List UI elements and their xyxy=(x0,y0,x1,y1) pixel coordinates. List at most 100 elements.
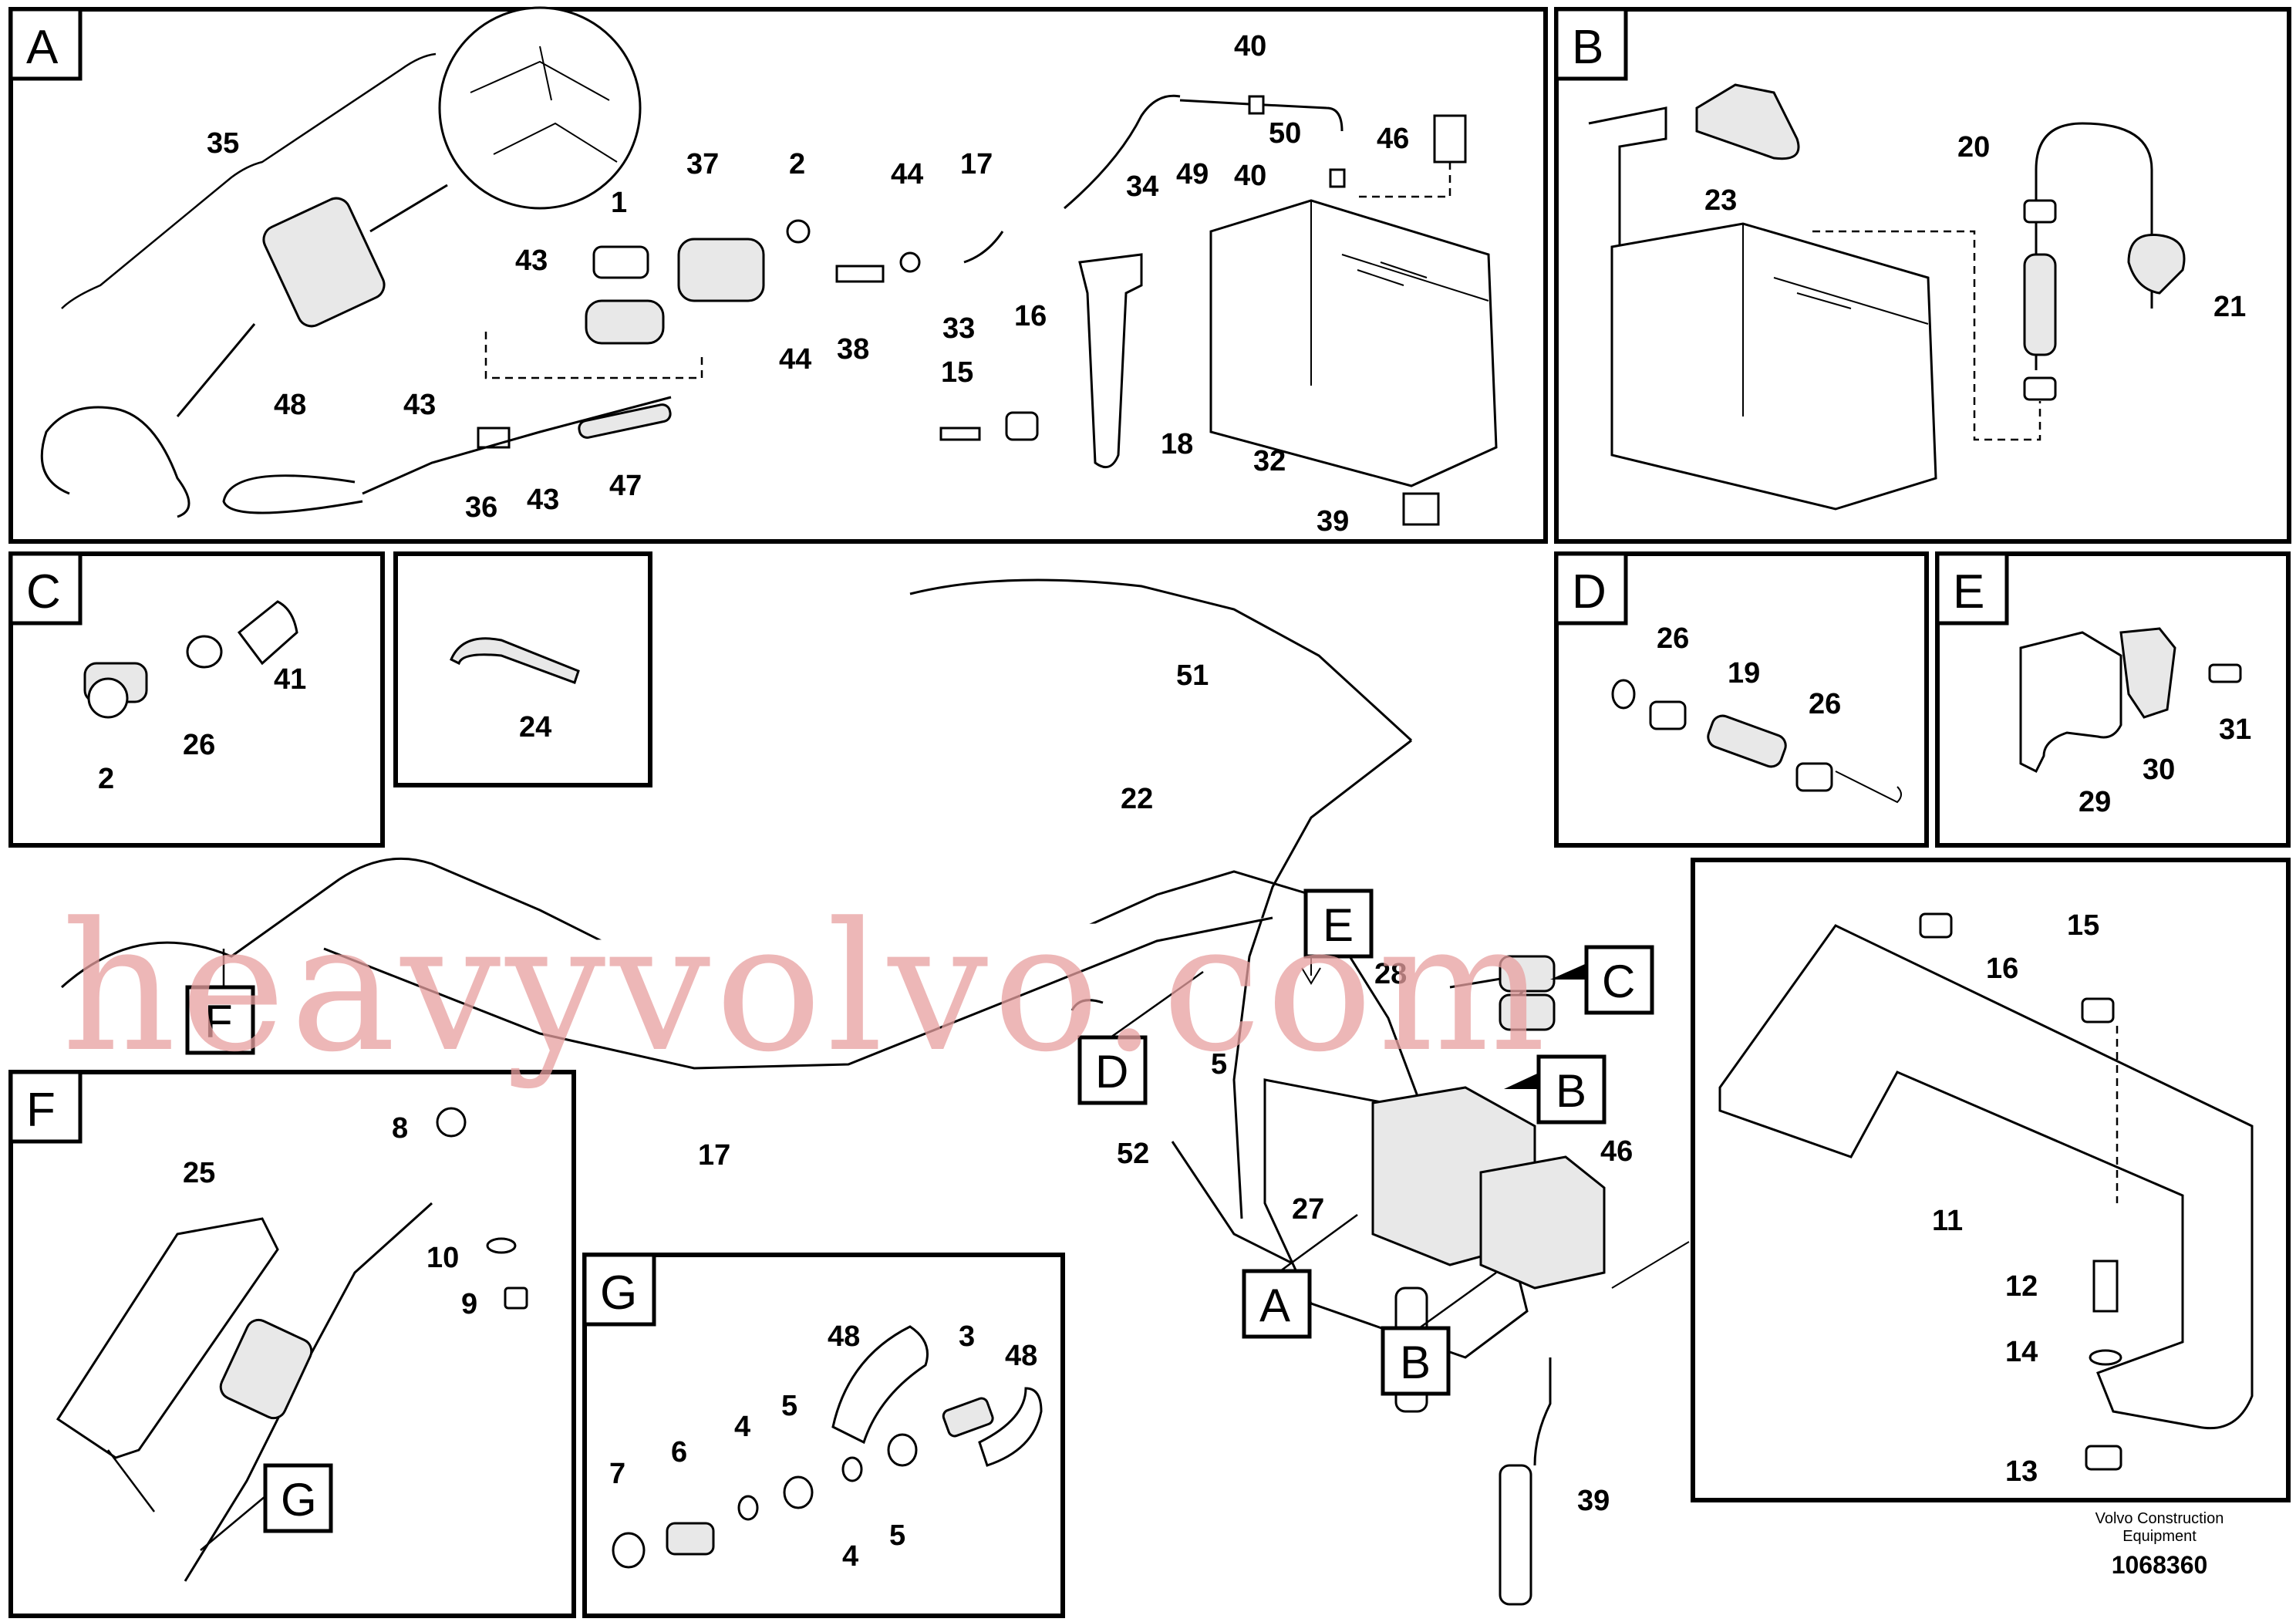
spacer-16-detail xyxy=(1919,912,1953,939)
callout-a-43-top: 43 xyxy=(515,244,548,277)
callout-a-43-mid: 43 xyxy=(403,389,436,421)
heater-main-b xyxy=(1479,1155,1606,1290)
part-7-seal xyxy=(612,1532,646,1569)
watermark-text: heavyvolvo.com xyxy=(62,885,1550,1091)
callout-c-2: 2 xyxy=(98,763,114,795)
line-51 xyxy=(909,578,1413,742)
footer: Volvo Construction Equipment 1068360 xyxy=(2095,1510,2224,1579)
callout-a-46: 46 xyxy=(1377,123,1409,155)
callout-detail-11: 11 xyxy=(1932,1205,1963,1237)
callout-f-10: 10 xyxy=(426,1242,459,1274)
part-25-plate xyxy=(56,1217,279,1459)
pump-f xyxy=(219,1318,313,1420)
tag-d-letter: D xyxy=(1095,1046,1128,1098)
part-9-nut xyxy=(504,1286,528,1310)
panel-e-letter-box xyxy=(1935,551,2009,626)
panel-b-letter: B xyxy=(1572,21,1603,74)
part-15-bolt xyxy=(939,427,981,441)
callout-g-48-right: 48 xyxy=(1005,1340,1037,1372)
arrow-g-line xyxy=(200,1496,266,1551)
callout-main-22: 22 xyxy=(1121,783,1153,815)
bracket-detail xyxy=(1718,924,2254,1430)
callout-main-51: 51 xyxy=(1176,659,1209,692)
panel-g-letter: G xyxy=(600,1266,637,1320)
callout-main-17: 17 xyxy=(698,1139,730,1172)
arrow-e xyxy=(1301,956,1321,985)
part-31-bolt xyxy=(2208,663,2242,683)
part-10-washer xyxy=(486,1237,517,1254)
callout-detail-12: 12 xyxy=(2005,1270,2038,1303)
tag-a-letter: A xyxy=(1259,1280,1290,1331)
part-49-tube xyxy=(1179,99,1344,132)
part-5-banjo-left xyxy=(783,1475,814,1509)
part-2 xyxy=(786,219,811,244)
panel-d-letter-box xyxy=(1554,551,1628,626)
callout-g-6: 6 xyxy=(671,1436,687,1469)
callout-main-28: 28 xyxy=(1374,958,1407,990)
panel-e: E xyxy=(1935,551,2291,848)
panel-24-frame xyxy=(393,551,652,787)
callout-a-50: 50 xyxy=(1269,117,1301,150)
callout-detail-14: 14 xyxy=(2005,1336,2038,1368)
callouts-c: 41 26 2 xyxy=(98,663,306,795)
leader-to-detail xyxy=(1611,1241,1690,1289)
callout-g-4-top: 4 xyxy=(734,1411,750,1443)
hose-end-d-right xyxy=(1835,771,1902,804)
callout-d-19: 19 xyxy=(1728,657,1760,690)
heater-b-detail xyxy=(1742,224,1929,416)
tag-c-letter: C xyxy=(1602,956,1635,1007)
panel-g: G xyxy=(582,1253,1065,1618)
panel-b: B xyxy=(1554,7,2291,544)
footer-drawing-number: 1068360 xyxy=(2112,1551,2208,1579)
arrow-c xyxy=(1550,964,1585,980)
part-16-spacer xyxy=(1005,411,1039,441)
spacer-15-detail xyxy=(2081,997,2115,1023)
panel-a: A xyxy=(8,6,1548,544)
part-40-bottom xyxy=(1329,168,1346,188)
dash-46 xyxy=(1357,162,1451,198)
part-48-hose-g-right xyxy=(978,1387,1043,1467)
tag-g-letter: G xyxy=(281,1474,317,1526)
callout-a-35: 35 xyxy=(207,127,239,160)
callout-g-5-bottom: 5 xyxy=(889,1519,905,1552)
heater-b xyxy=(1610,222,1937,511)
part-46-pipe xyxy=(1433,114,1467,164)
panel-g-letter-box xyxy=(582,1253,656,1327)
callout-detail-15: 15 xyxy=(2067,909,2099,942)
callout-f-8: 8 xyxy=(392,1112,408,1145)
callout-d-26-right: 26 xyxy=(1809,688,1841,720)
part-5-banjo-right xyxy=(887,1433,918,1467)
panel-e-letter: E xyxy=(1953,565,1984,619)
panel-f-letter-box xyxy=(8,1070,83,1144)
callout-main-52: 52 xyxy=(1117,1138,1149,1170)
part-1 xyxy=(592,245,649,279)
fuel-filter xyxy=(585,299,665,345)
callout-main-5: 5 xyxy=(1211,1048,1227,1081)
tag-d: D xyxy=(1077,1035,1148,1105)
tag-e-box xyxy=(1303,889,1374,959)
arrow-b-right xyxy=(1504,1074,1537,1089)
panel-24 xyxy=(393,551,652,787)
panel-c-letter-box xyxy=(8,551,83,626)
panel-a-letter-box xyxy=(8,7,83,81)
tag-c-box xyxy=(1584,945,1654,1015)
callout-a-1: 1 xyxy=(611,187,627,219)
part-23-clamp xyxy=(1695,83,1800,160)
tag-b-right-letter: B xyxy=(1556,1065,1586,1117)
bolt-12-detail xyxy=(2092,1259,2119,1313)
callout-a-43-bottom: 43 xyxy=(527,484,559,516)
heater-32 xyxy=(1209,199,1498,487)
panel-b-letter-box xyxy=(1554,7,1628,81)
clamp-upper xyxy=(2023,199,2057,224)
callout-a-18: 18 xyxy=(1161,428,1193,460)
callout-a-33: 33 xyxy=(942,312,975,345)
panel-d-letter: D xyxy=(1572,565,1607,619)
part-48-hose xyxy=(222,474,363,514)
callout-e-31: 31 xyxy=(2219,713,2251,746)
pipe-39-curve xyxy=(1533,1357,1552,1466)
callout-a-15: 15 xyxy=(941,356,973,389)
part-39-pipe xyxy=(1402,492,1440,526)
callouts-f: 8 25 10 9 xyxy=(183,1112,477,1320)
panel-c-letter: C xyxy=(26,565,61,619)
callouts-g: 48 3 48 7 6 4 5 4 5 xyxy=(609,1320,1037,1573)
